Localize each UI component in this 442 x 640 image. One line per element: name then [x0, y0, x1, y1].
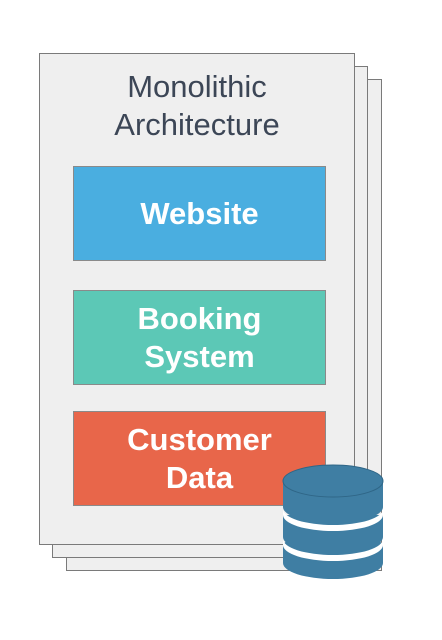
booking-system-block: Booking System: [73, 290, 326, 385]
website-label: Website: [140, 195, 259, 231]
database-icon: [282, 464, 384, 579]
customer-data-block: Customer Data: [73, 411, 326, 506]
customer-data-label: Customer Data: [127, 421, 272, 495]
website-block: Website: [73, 166, 326, 261]
booking-system-label: Booking System: [137, 300, 262, 374]
diagram-title: Monolithic Architecture: [114, 69, 280, 142]
